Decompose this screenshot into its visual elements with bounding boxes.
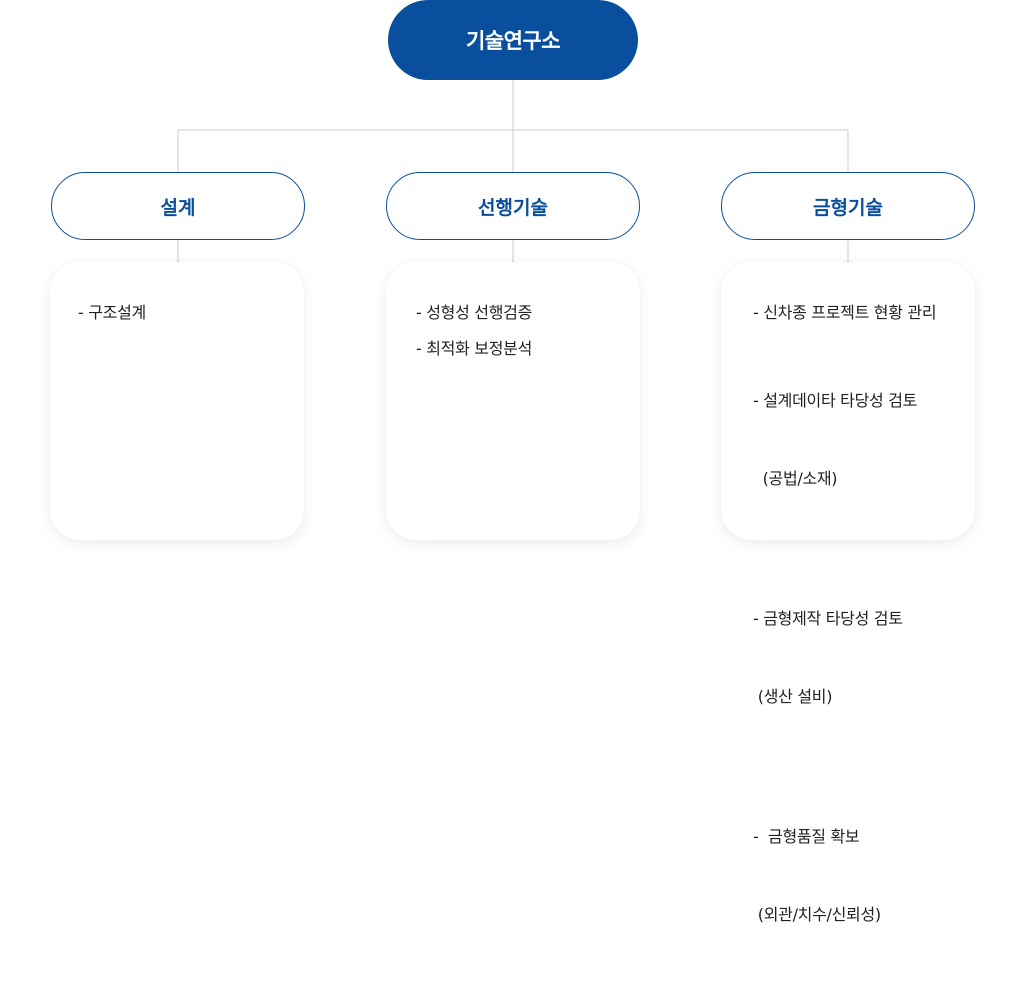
task-card-mold-tech: - 신차종 프로젝트 현황 관리 - 설계데이타 타당성 검토 (공법/소재) … (721, 262, 975, 924)
task-item-line: - 성형성 선행검증 (416, 303, 532, 322)
task-item: - 신차종 프로젝트 현황 관리 (753, 300, 937, 326)
dept-node-label: 선행기술 (478, 196, 548, 219)
dept-node-label: 설계 (160, 196, 196, 219)
dept-node-advanced-tech: 선행기술 (386, 172, 640, 240)
task-card-design: - 구조설계 (50, 262, 304, 540)
task-item-line: - 구조설계 (78, 303, 146, 322)
task-item-line: - 금형제작 타당성 검토 (753, 609, 903, 628)
task-item: - 설계데이타 타당성 검토 (공법/소재) (753, 336, 936, 544)
task-item: - 금형품질 확보 (외관/치수/신뢰성) (753, 772, 936, 980)
task-card-advanced-tech: - 성형성 선행검증 - 최적화 보정분석 (386, 262, 640, 540)
task-list: - 성형성 선행검증 - 최적화 보정분석 (416, 300, 532, 372)
task-item: - 구조설계 (78, 300, 146, 326)
task-item: - 최적화 보정분석 (416, 336, 532, 362)
root-node-label: 기술연구소 (465, 29, 561, 53)
dept-node-design: 설계 (51, 172, 305, 240)
root-node-research-center: 기술연구소 (388, 0, 638, 80)
task-item-line: (공법/소재) (753, 469, 838, 488)
task-list: - 구조설계 (78, 300, 146, 336)
task-item-line: - 신차종 프로젝트 현황 관리 (753, 303, 937, 322)
task-item: - 성형성 선행검증 (416, 300, 532, 326)
task-item: - 금형제작 타당성 검토 (생산 설비) (753, 554, 936, 762)
task-item-line: - 최적화 보정분석 (416, 339, 532, 358)
task-item-line: (외관/치수/신뢰성) (753, 905, 881, 924)
task-item-line: - 설계데이타 타당성 검토 (753, 391, 918, 410)
dept-node-label: 금형기술 (813, 196, 883, 219)
task-item-line: (생산 설비) (753, 687, 833, 706)
task-item-line: - 금형품질 확보 (753, 827, 860, 846)
task-list: - 신차종 프로젝트 현황 관리 - 설계데이타 타당성 검토 (공법/소재) … (753, 300, 937, 990)
dept-node-mold-tech: 금형기술 (721, 172, 975, 240)
